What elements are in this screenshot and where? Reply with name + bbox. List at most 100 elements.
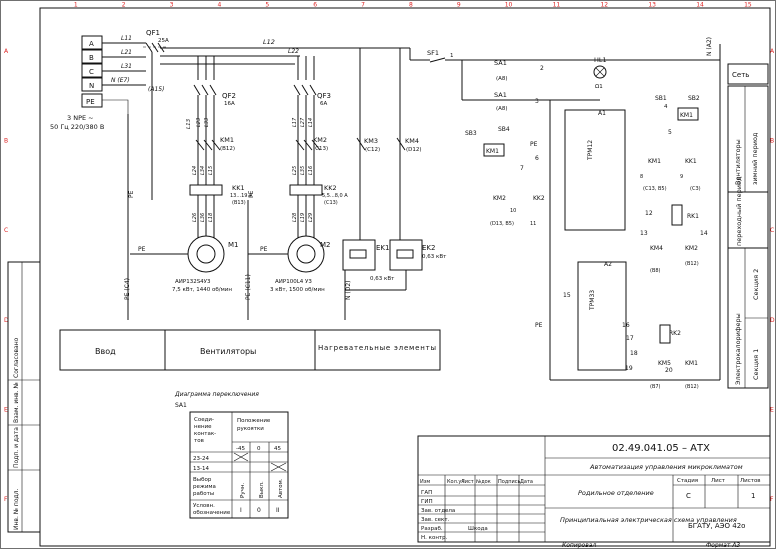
wire-label: L36 [200, 213, 206, 222]
svg-text:(B8): (B8) [650, 268, 661, 274]
switch-diagram: Диаграмма переключения SA1 Соеди- нение … [174, 391, 289, 519]
svg-text:0,63 кВт: 0,63 кВт [422, 254, 447, 260]
svg-text:нение: нение [194, 424, 212, 430]
wire-label: L14 [308, 118, 314, 127]
svg-text:KM1: KM1 [680, 112, 693, 119]
svg-text:Разраб.: Разраб. [421, 526, 443, 532]
grid-row-label: A [770, 48, 775, 55]
wire-label: L23 [196, 118, 202, 127]
svg-text:II: II [276, 507, 280, 514]
svg-text:KM5: KM5 [658, 360, 671, 367]
svg-text:KK2: KK2 [324, 184, 337, 192]
grid-col-label: 2 [122, 2, 126, 9]
svg-text:16A: 16A [224, 101, 235, 107]
svg-text:PE: PE [248, 190, 255, 198]
svg-text:работы: работы [193, 491, 214, 497]
svg-text:Электрокалориферы: Электрокалориферы [734, 313, 742, 385]
svg-text:M2: M2 [320, 241, 331, 249]
svg-text:11: 11 [530, 221, 536, 227]
svg-text:7,5 кВт, 1440 об/мин: 7,5 кВт, 1440 об/мин [172, 287, 232, 293]
svg-text:(B12): (B12) [685, 384, 699, 390]
supply-note-1: 3 NPE ~ [67, 114, 94, 122]
svg-text:Положение: Положение [237, 418, 271, 424]
grid-col-label: 7 [361, 2, 365, 9]
svg-text:B: B [89, 54, 94, 62]
svg-text:(B7): (B7) [650, 384, 661, 390]
svg-text:45: 45 [274, 446, 281, 452]
title-block: 02.49.041.05 – АТХ Автоматизация управле… [417, 435, 771, 549]
svg-text:(B12): (B12) [220, 146, 235, 152]
grid-row-label: F [770, 496, 774, 503]
svg-text:13-14: 13-14 [193, 466, 209, 472]
svg-text:АИР132S4У3: АИР132S4У3 [175, 279, 211, 285]
wire-label: L18 [208, 213, 214, 222]
svg-text:тов: тов [194, 438, 204, 444]
svg-text:Вентиляторы: Вентиляторы [734, 139, 742, 185]
svg-text:20: 20 [665, 367, 673, 374]
svg-text:18: 18 [630, 350, 638, 357]
zone-table: Ввод Вентиляторы Нагревательные элементы [59, 329, 441, 371]
svg-text:PE (C4): PE (C4) [124, 278, 131, 300]
svg-text:PE: PE [138, 246, 146, 253]
svg-text:С: С [686, 492, 691, 500]
title-block-col-header: Подпись [498, 479, 521, 485]
svg-text:ТРМ12: ТРМ12 [587, 140, 594, 161]
supply-terminals: A B C N PE 3 NPE ~ 50 Гц 220/380 В [50, 35, 129, 131]
title-block-col-header: Кол.уч [447, 479, 464, 485]
svg-text:4: 4 [664, 104, 668, 110]
grid-col-label: 13 [648, 2, 656, 9]
svg-text:L21: L21 [121, 49, 132, 56]
svg-text:N (A2): N (A2) [706, 37, 713, 56]
svg-text:(D12): (D12) [406, 147, 422, 153]
svg-text:ГИП: ГИП [421, 499, 433, 505]
grid-col-label: 10 [505, 2, 513, 9]
svg-text:Секция 1: Секция 1 [752, 349, 760, 380]
svg-text:(A15): (A15) [148, 86, 164, 93]
svg-text:3: 3 [535, 98, 539, 105]
svg-text:Ручн.: Ручн. [240, 483, 246, 498]
svg-text:SB1: SB1 [655, 95, 667, 102]
svg-text:KM4: KM4 [650, 245, 663, 252]
qf1-breaker: QF1 25A [143, 29, 169, 200]
svg-text:Взам. инв. №: Взам. инв. № [13, 382, 20, 423]
svg-text:L13: L13 [186, 118, 192, 129]
wire-label: L25 [292, 166, 298, 175]
svg-text:A2: A2 [604, 261, 612, 268]
svg-text:RK1: RK1 [687, 213, 699, 220]
svg-text:RK2: RK2 [669, 330, 681, 337]
svg-text:KM1: KM1 [648, 158, 661, 165]
svg-text:(B12): (B12) [685, 261, 699, 267]
wire-label: L34 [200, 166, 206, 175]
grid-row-label: E [770, 407, 774, 414]
svg-text:KM2: KM2 [313, 136, 327, 144]
svg-text:HL1: HL1 [594, 56, 607, 64]
label-set: Сеть [732, 71, 749, 79]
svg-text:0: 0 [257, 507, 261, 514]
svg-text:N: N [89, 82, 94, 90]
grid-col-label: 9 [457, 2, 461, 9]
svg-text:PE: PE [535, 322, 543, 329]
grid-col-label: 4 [218, 2, 222, 9]
svg-text:KM2: KM2 [493, 195, 506, 202]
svg-text:SA1: SA1 [494, 59, 507, 67]
right-section-labels: Сеть Вентиляторы зимний период переходны… [727, 63, 769, 389]
grid-row-label: F [4, 496, 8, 503]
svg-text:16: 16 [622, 322, 630, 329]
qf2-breaker: QF2 16A [193, 56, 236, 107]
grid-row-label: B [770, 138, 774, 145]
svg-text:L11: L11 [121, 35, 132, 42]
svg-text:SB2: SB2 [688, 95, 700, 102]
grid-col-label: 8 [409, 2, 413, 9]
svg-text:8: 8 [640, 174, 643, 180]
wire-label: L24 [192, 166, 198, 175]
svg-text:Родильное отделение: Родильное отделение [578, 489, 654, 497]
svg-text:Н. контр.: Н. контр. [421, 535, 448, 541]
wire-label: L16 [308, 166, 314, 175]
svg-text:АИР100L4 У3: АИР100L4 У3 [275, 279, 312, 285]
wire-label: L15 [208, 166, 214, 175]
svg-text:13: 13 [640, 230, 648, 237]
svg-text:15: 15 [563, 292, 571, 299]
wire-label: L19 [300, 213, 306, 222]
svg-text:5,5...8,0 А: 5,5...8,0 А [322, 193, 348, 199]
